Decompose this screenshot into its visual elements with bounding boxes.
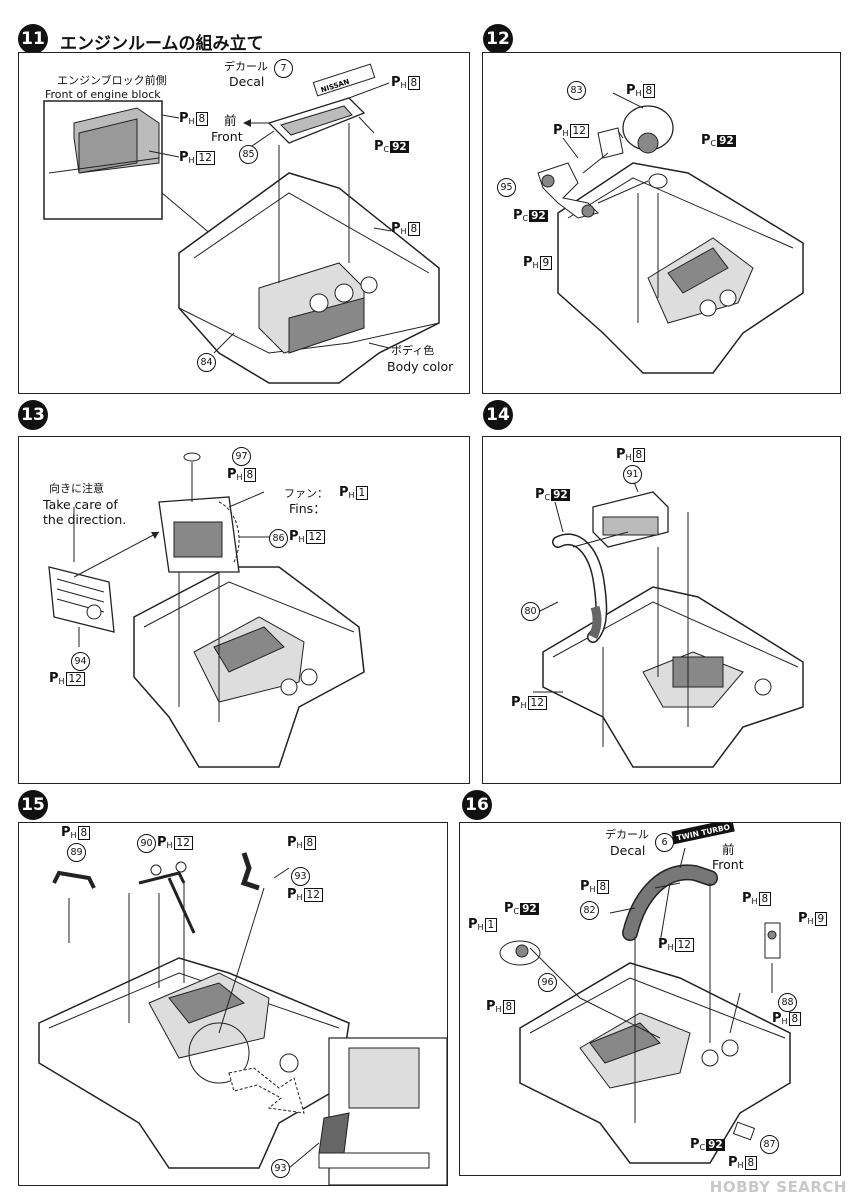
inset-label-jp: エンジンブロック前側 (57, 74, 167, 87)
engine-room-diagram-15 (38, 852, 447, 1185)
decal-label-en: Decal (229, 74, 265, 89)
part-number-85: 85 (239, 145, 258, 164)
part-number-97: 97 (232, 447, 251, 466)
fins-label-en: Fins： (289, 501, 326, 516)
engine-room-diagram-13 (48, 452, 365, 768)
decal-label-en: Decal (610, 843, 646, 858)
step-number-12: 12 (483, 24, 513, 54)
engine-room-diagram-16: TWIN TURBO (499, 823, 791, 1164)
decal-number-6: 6 (655, 833, 674, 852)
part-number-93-b: 93 (271, 1159, 290, 1178)
front-label-en: Front (211, 129, 243, 144)
part-number-82: 82 (580, 901, 599, 920)
engine-room-diagram-12 (537, 92, 804, 374)
part-number-95: 95 (497, 178, 516, 197)
front-label-en: Front (712, 857, 744, 872)
engine-room-diagram-11: NISSAN (43, 63, 440, 384)
part-number-94: 94 (71, 652, 90, 671)
decal-label-jp: デカール (224, 60, 268, 73)
part-number-88: 88 (778, 993, 797, 1012)
part-number-89: 89 (67, 843, 86, 862)
part-number-84: 84 (197, 353, 216, 372)
step-number-16: 16 (462, 790, 492, 820)
decal-label-jp: デカール (605, 828, 649, 841)
part-number-93-a: 93 (291, 867, 310, 886)
care-label-en-2: the direction. (43, 512, 127, 527)
fan-label-jp: ファン： (284, 487, 328, 500)
decal-number-7: 7 (274, 59, 293, 78)
step-number-14: 14 (483, 400, 513, 430)
panel-step-11: NISSAN エンジンブロック前側 Front of engine block … (18, 52, 470, 394)
step-number-15: 15 (18, 790, 48, 820)
part-number-91: 91 (623, 465, 642, 484)
step-number-11: 11 (18, 24, 48, 54)
front-label-jp: 前 (224, 113, 237, 128)
part-number-87: 87 (760, 1135, 779, 1154)
part-number-86: 86 (269, 529, 288, 548)
inset-label-en: Front of engine block (45, 88, 161, 101)
care-label-jp: 向きに注意 (49, 482, 104, 495)
step-title-11: エンジンルームの組み立て (60, 34, 264, 54)
part-number-96: 96 (538, 973, 557, 992)
front-label-jp: 前 (722, 842, 735, 857)
part-number-83: 83 (567, 81, 586, 100)
body-color-jp: ボディ色 (391, 344, 435, 357)
care-label-en-1: Take care of (43, 497, 118, 512)
engine-room-diagram-14 (533, 466, 804, 768)
step-number-13: 13 (18, 400, 48, 430)
watermark: HOBBY SEARCH (709, 1178, 847, 1196)
body-color-en: Body color (387, 359, 454, 374)
part-number-90: 90 (137, 834, 156, 853)
part-number-80: 80 (521, 602, 540, 621)
